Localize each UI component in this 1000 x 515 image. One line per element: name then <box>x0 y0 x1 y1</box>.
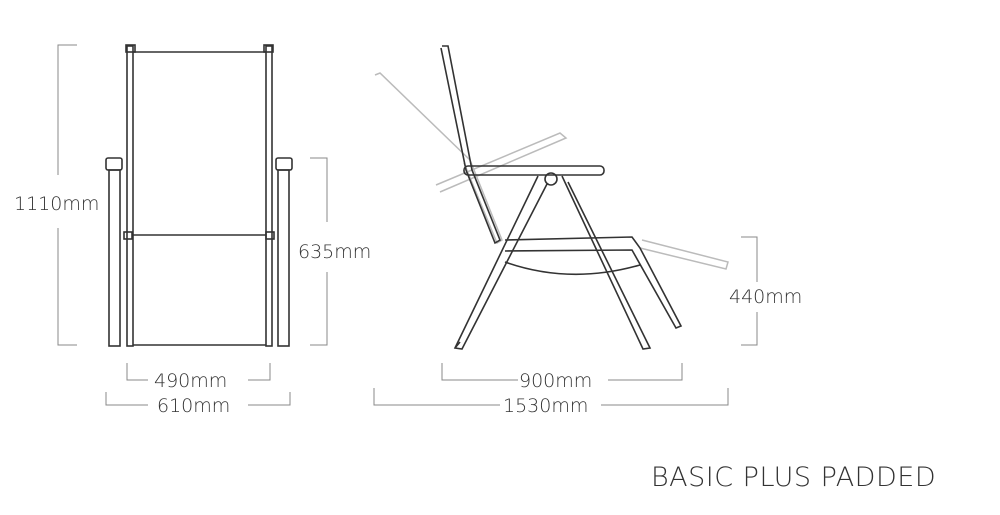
front-dimension-lines <box>57 44 328 406</box>
reclined-ghost <box>374 72 729 270</box>
armrest-height-label: 635mm <box>298 241 371 263</box>
seat-width-label: 490mm <box>154 370 227 392</box>
depth-upright-label: 900mm <box>519 370 592 392</box>
side-dimension-lines <box>373 236 758 406</box>
height-label: 1110mm <box>14 193 99 215</box>
front-view <box>105 44 293 347</box>
seat-height-label: 440mm <box>729 286 802 308</box>
product-title: BASIC PLUS PADDED <box>651 462 937 493</box>
side-view <box>440 45 683 350</box>
total-width-label: 610mm <box>157 395 230 417</box>
depth-reclined-label: 1530mm <box>503 395 588 417</box>
